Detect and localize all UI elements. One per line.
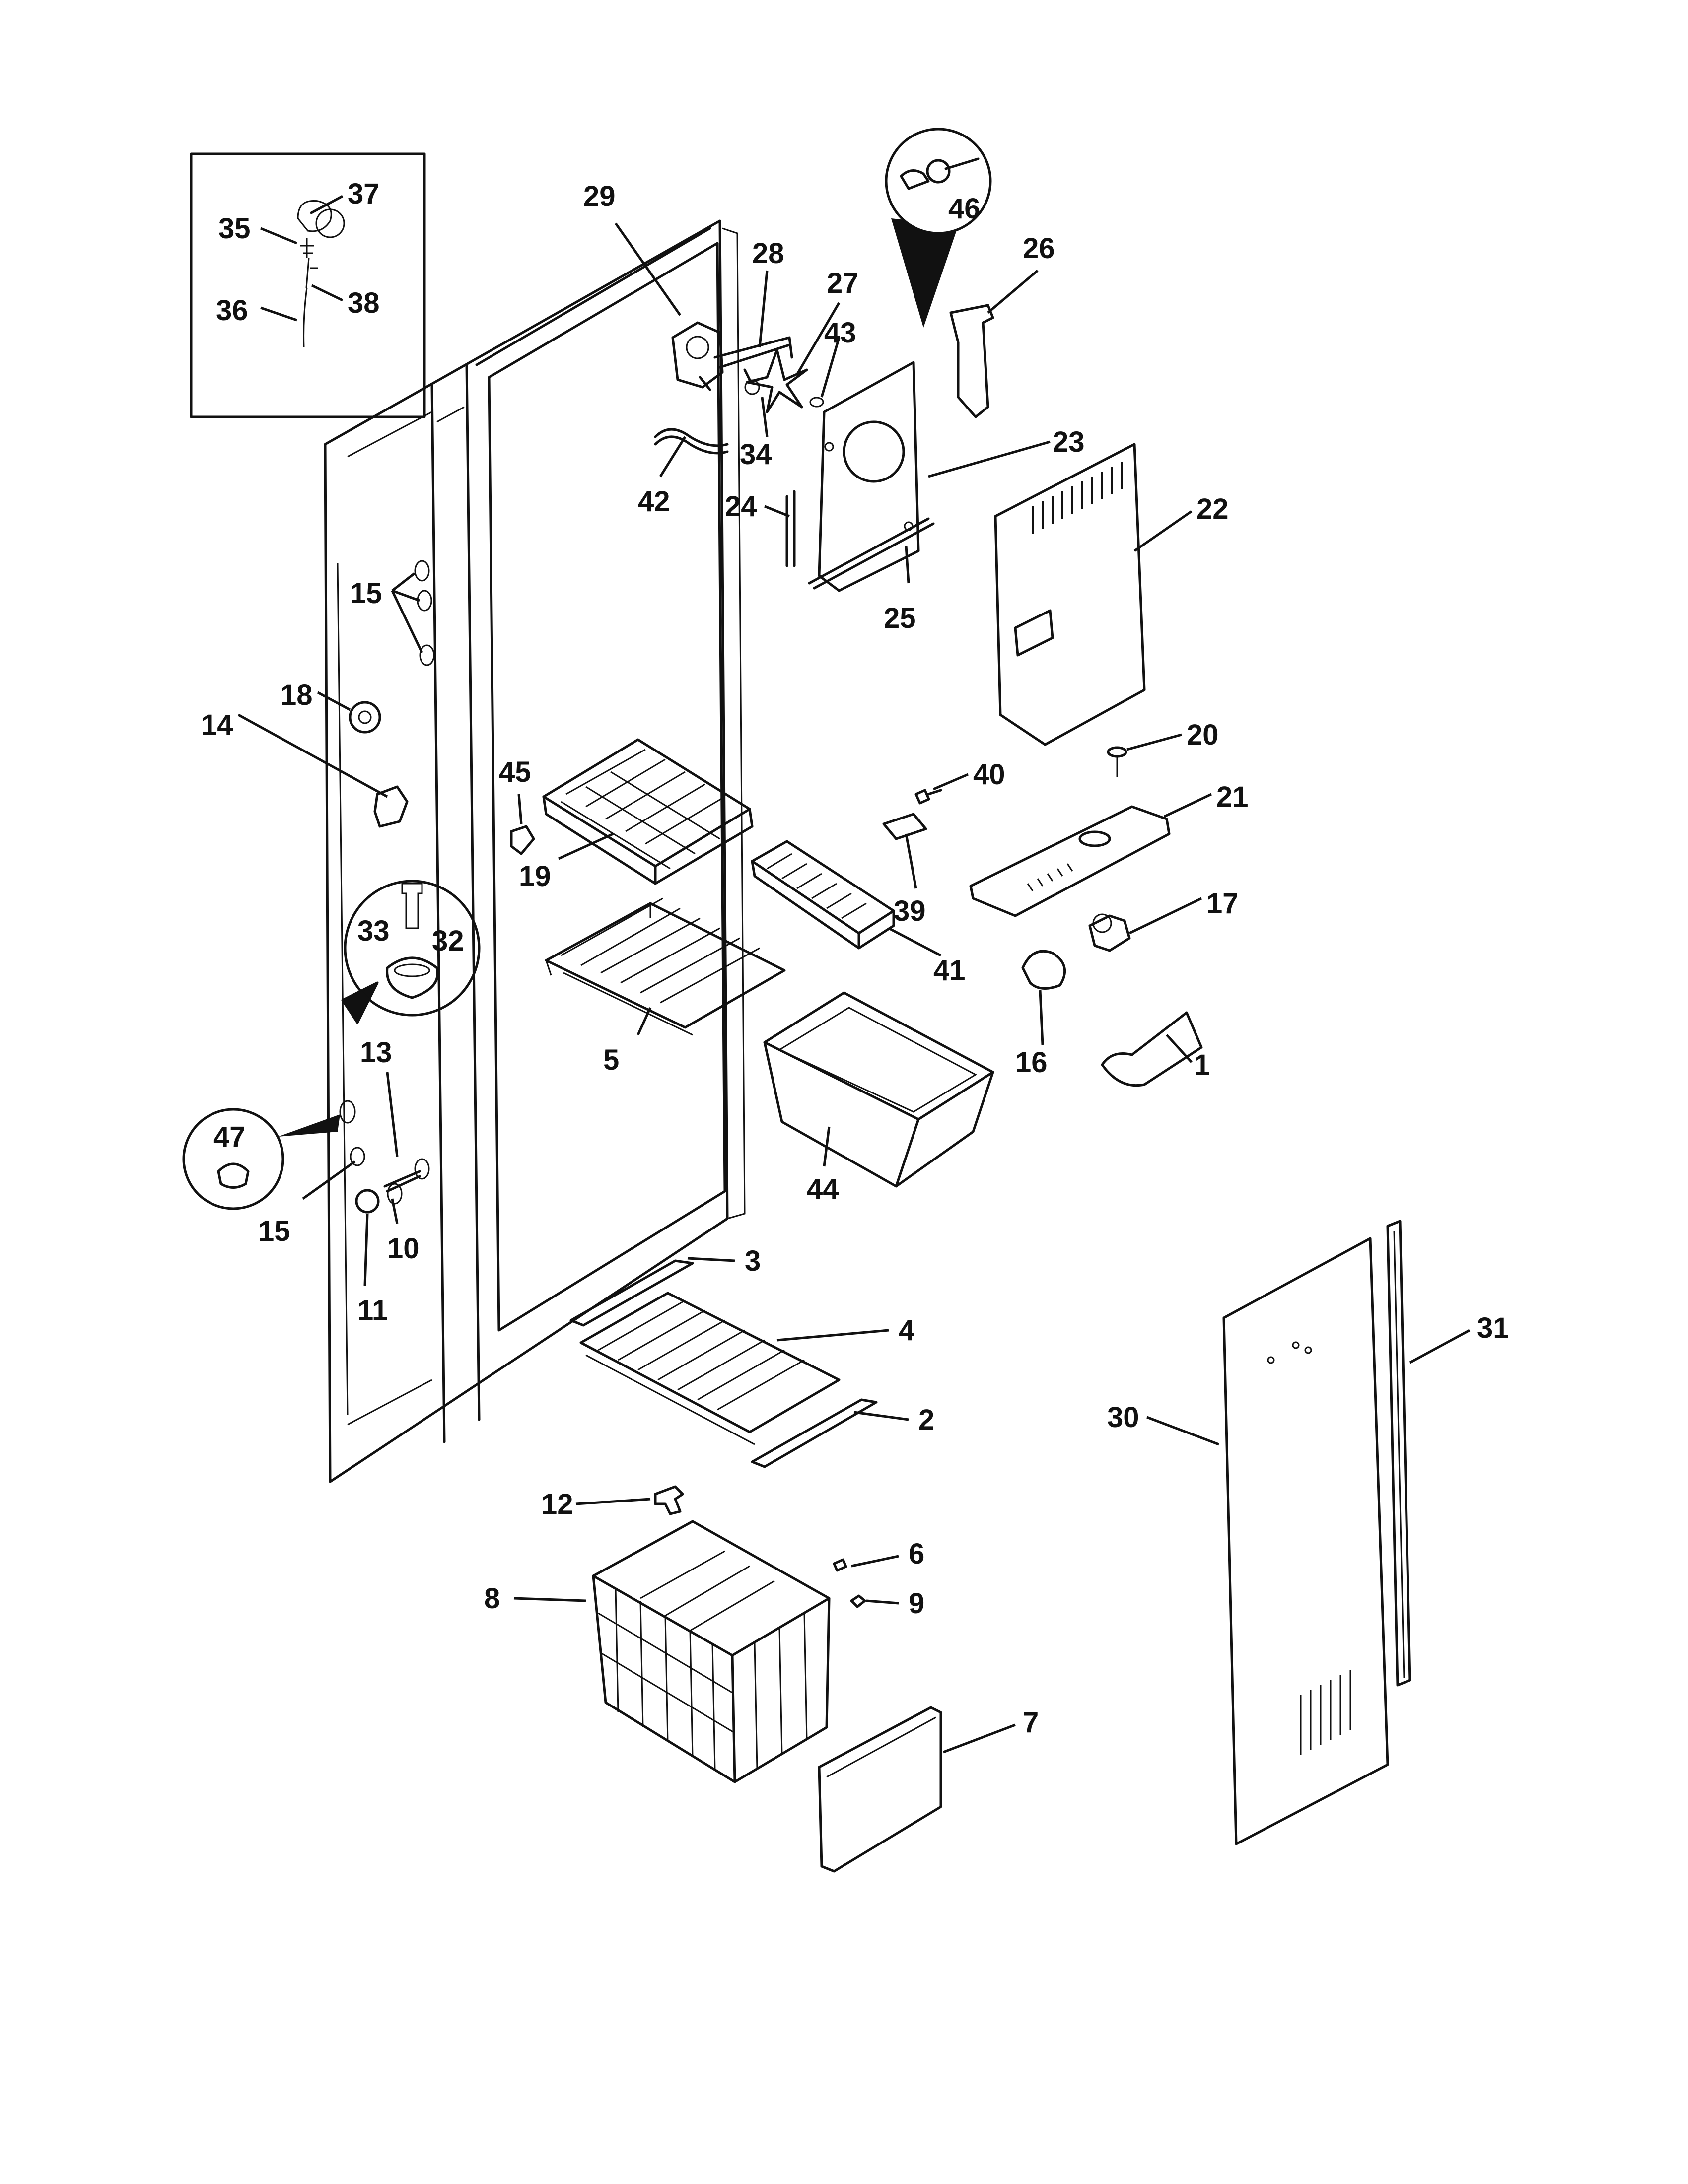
leader-lines: [237, 195, 1471, 1754]
label-30: 30: [1107, 1401, 1139, 1433]
label-13: 13: [360, 1036, 392, 1069]
label-44: 44: [807, 1173, 839, 1205]
label-36: 36: [216, 294, 248, 327]
crisper-pan-44: [763, 991, 994, 1188]
ice-shelf-19: [542, 738, 754, 885]
label-47: 47: [213, 1121, 246, 1153]
wire-shelf-5: [545, 897, 786, 1036]
detail-circle-46: [885, 128, 992, 328]
label-21: 21: [1216, 781, 1249, 813]
fan-shroud-plate: [785, 361, 935, 592]
cabinet-liner: [324, 219, 746, 1483]
label-19: 19: [519, 860, 551, 892]
label-1: 1: [1194, 1049, 1210, 1081]
label-31: 31: [1477, 1312, 1509, 1344]
label-35: 35: [218, 212, 251, 245]
label-24: 24: [725, 490, 757, 523]
door-gasket-31: [1386, 1220, 1411, 1687]
label-43: 43: [824, 317, 856, 349]
brackets-39-40-20: [882, 746, 1127, 840]
label-32: 32: [432, 925, 464, 957]
label-41: 41: [933, 955, 966, 987]
label-34: 34: [740, 438, 772, 471]
label-14: 14: [201, 709, 233, 741]
label-3: 3: [745, 1245, 761, 1277]
label-6: 6: [909, 1538, 924, 1570]
label-17: 17: [1206, 887, 1239, 920]
bracket-26: [949, 304, 994, 418]
label-4: 4: [899, 1314, 914, 1347]
label-20: 20: [1187, 719, 1219, 751]
freezer-basket-8: [592, 1520, 942, 1873]
evaporator-fan-assembly: [654, 321, 824, 455]
wall-parts-upper: [349, 560, 535, 855]
label-38: 38: [348, 287, 380, 319]
label-9: 9: [909, 1587, 924, 1620]
label-15-lower: 15: [258, 1215, 290, 1247]
label-40: 40: [973, 758, 1005, 791]
label-46: 46: [948, 193, 981, 225]
label-22: 22: [1196, 493, 1229, 525]
label-25: 25: [884, 602, 916, 634]
label-5: 5: [603, 1044, 619, 1076]
label-7: 7: [1023, 1706, 1039, 1739]
label-27: 27: [827, 267, 859, 299]
label-37: 37: [348, 178, 380, 210]
ice-tray-41: [751, 840, 895, 950]
label-8: 8: [484, 1582, 500, 1615]
label-2: 2: [918, 1404, 934, 1436]
part-labels: 37 35 38 36 29 28 27 46 26 43 34 23 42 2…: [201, 178, 1509, 1739]
label-39: 39: [894, 895, 926, 927]
label-26: 26: [1023, 232, 1055, 265]
label-42: 42: [638, 485, 670, 518]
label-18: 18: [281, 679, 313, 711]
evaporator-cover-22: [994, 443, 1146, 746]
label-15-upper: 15: [350, 577, 382, 610]
label-45: 45: [499, 756, 531, 788]
label-33: 33: [357, 915, 390, 947]
light-parts: [1021, 913, 1203, 1087]
label-10: 10: [387, 1232, 420, 1265]
label-12: 12: [541, 1488, 573, 1520]
detail-circle-32-33: [341, 880, 481, 1024]
freezer-rails-shelf: [569, 1259, 878, 1468]
clip-12: [654, 1485, 684, 1515]
label-16: 16: [1015, 1046, 1048, 1079]
label-23: 23: [1053, 426, 1085, 458]
inset-box: [190, 152, 426, 418]
door-panel-30: [1222, 1237, 1389, 1845]
label-28: 28: [752, 237, 784, 270]
label-11: 11: [357, 1295, 388, 1327]
wall-parts-lower: [182, 1100, 430, 1214]
light-housing-21: [969, 805, 1171, 917]
label-29: 29: [583, 180, 616, 212]
